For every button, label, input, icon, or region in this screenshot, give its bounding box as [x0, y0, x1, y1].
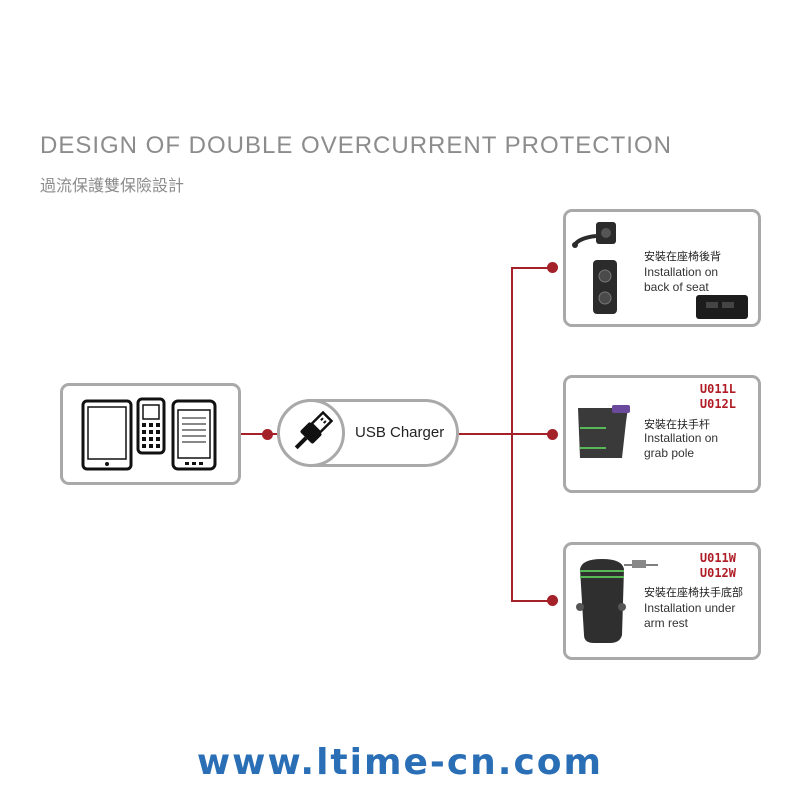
usb-dual-port-module-icon: [696, 295, 748, 319]
installation-cn: 安裝在座椅後背: [644, 250, 721, 263]
connector-branch-top: [511, 267, 553, 269]
page-subtitle: 過流保護雙保險設計: [40, 176, 185, 195]
installation-en-line1: Installation on: [644, 431, 719, 445]
connector-devices-usb: [240, 433, 278, 435]
smartphone-icon: [171, 399, 217, 471]
tablet-icon: [81, 399, 133, 471]
connector-dot-middle: [547, 429, 558, 440]
model-code-line2: U012L: [699, 397, 736, 411]
installation-en-line1: Installation under: [644, 601, 736, 615]
connector-dot-bottom: [547, 595, 558, 606]
devices-box: [60, 383, 241, 485]
installation-en-line2: back of seat: [644, 280, 709, 294]
connector-usb-trunk: [458, 433, 513, 435]
installation-en-line1: Installation on: [644, 265, 719, 279]
grab-pole-charger-icon: [578, 405, 630, 458]
arm-rest-illustration: [576, 559, 658, 643]
usb-plug-icon: [294, 410, 334, 450]
installation-cn: 安裝在座椅扶手底部: [644, 586, 743, 599]
connector-dot-top: [547, 262, 558, 273]
installation-box-arm-rest: U011W U012W 安裝在座椅扶手底部 Installation under…: [563, 542, 761, 660]
installation-cn: 安裝在扶手杆: [644, 418, 710, 431]
model-code-line1: U011L: [699, 382, 736, 396]
devices-illustration: [81, 397, 217, 471]
usb-socket-cap-icon: [572, 222, 616, 248]
grab-pole-illustration: [578, 405, 630, 458]
page-title: DESIGN OF DOUBLE OVERCURRENT PROTECTION: [40, 132, 672, 159]
arm-rest-charger-icon: [576, 559, 658, 643]
footer-url-link[interactable]: www.ltime-cn.com: [196, 742, 604, 783]
model-code-line1: U011W: [699, 551, 736, 565]
usb-circle: [277, 399, 345, 467]
connector-branch-bottom: [511, 600, 553, 602]
installation-en-line2: arm rest: [644, 616, 689, 630]
usb-charger-label: USB Charger: [355, 424, 445, 441]
connector-branch-middle: [511, 433, 553, 435]
installation-box-seat-back: 安裝在座椅後背 Installation on back of seat: [563, 209, 761, 327]
usb-socket-panel-icon: [593, 260, 617, 314]
seat-back-illustration: [572, 222, 748, 319]
installation-en-line2: grab pole: [644, 446, 695, 460]
model-code-line2: U012W: [699, 566, 736, 580]
feature-phone-icon: [136, 397, 166, 455]
connector-dot-devices: [262, 429, 273, 440]
installation-box-grab-pole: U011L U012L 安裝在扶手杆 Installation on grab …: [563, 375, 761, 493]
